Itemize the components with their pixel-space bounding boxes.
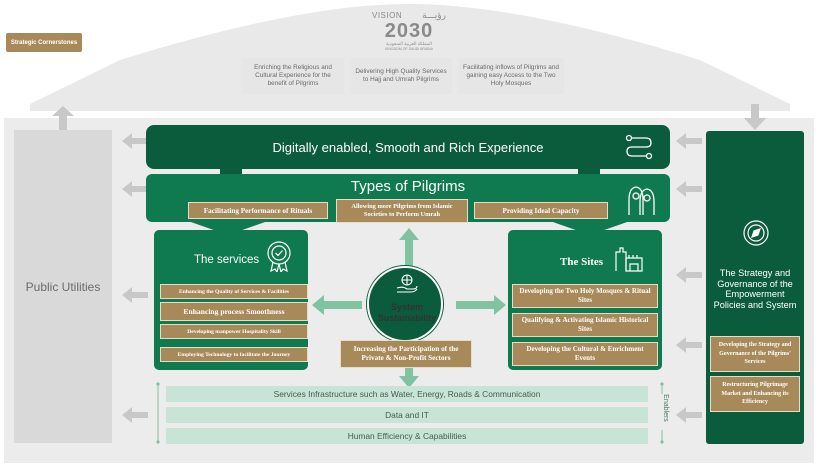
historic-site-icon (615, 247, 643, 272)
sites-item-historical: Qualifying & Activating Islamic Historic… (512, 313, 658, 337)
enablers-label: Enablers (662, 394, 670, 422)
services-item-smoothness: Enhancing process Smoothness (160, 302, 308, 321)
sustainability-arrows (312, 228, 506, 388)
infra-data-it: Data and IT (166, 407, 648, 423)
participation-item: Increasing the Participation of the Priv… (340, 340, 472, 368)
public-utilities-column: Public Utilities (14, 130, 112, 443)
strategy-item-governance: Developing the Strategy and Governance o… (710, 336, 800, 372)
strategy-item-market: Restructuring Pilgrimage Market and Enha… (710, 376, 800, 412)
services-title: The services (194, 254, 260, 266)
sites-item-holy-mosques: Developing the Two Holy Mosques & Ritual… (512, 284, 658, 308)
down-chevron-services (188, 221, 268, 235)
pilgrims-title: Types of Pilgrims (350, 177, 466, 195)
infra-services: Services Infrastructure such as Water, E… (166, 386, 648, 402)
hand-globe-icon (396, 274, 418, 293)
roof-shape (30, 4, 790, 111)
sites-title: The Sites (560, 256, 604, 268)
experience-banner: Digitally enabled, Smooth and Rich Exper… (146, 125, 670, 169)
compass-icon (743, 220, 769, 246)
vision-year: 2030 (384, 20, 434, 42)
enablers-bracket (156, 382, 664, 444)
vision-english-sub: KINGDOM OF SAUDI ARABIA (385, 47, 433, 51)
pilgrims-people-icon (628, 186, 655, 215)
vision-word: VISION (372, 11, 403, 20)
sites-item-cultural-events: Developing the Cultural & Enrichment Eve… (512, 342, 658, 366)
sustainability-title: System Sustainability (377, 302, 437, 323)
services-box: The services (154, 230, 308, 370)
goal-high-quality-services: Delivering High Quality Services to Hajj… (350, 58, 452, 94)
strategy-title: The Strategy and Governance of the Empow… (713, 268, 797, 310)
pilgrim-item-rituals: Facilitating Performance of Rituals (188, 202, 328, 219)
route-map-icon (625, 134, 653, 160)
pilgrim-item-capacity: Providing Ideal Capacity (474, 202, 608, 219)
services-item-quality: Enhancing the Quality of Services & Faci… (160, 284, 308, 299)
pilgrim-item-umrah: Allowing more Pilgrims from Islamic Soci… (336, 199, 468, 223)
goal-enriching-experience: Enriching the Religious and Cultural Exp… (242, 58, 344, 94)
down-arrow-icon (744, 104, 766, 130)
sustainability-circle: System Sustainability (367, 266, 443, 342)
goal-facilitating-inflows: Facilitating inflows of Pilgrims and gai… (458, 58, 564, 94)
down-chevron-sites (550, 221, 630, 235)
vision-arabic-sub: المملكة العربية السعودية (386, 41, 432, 46)
vision-arabic: رؤيـــة (422, 10, 446, 20)
services-item-technology: Employing Technology to facilitate the J… (160, 347, 308, 362)
services-item-hospitality: Developing manpower Hospitality Skill (160, 324, 308, 339)
infra-human-efficiency: Human Efficiency & Capabilities (166, 428, 648, 444)
quality-badge-icon (267, 241, 291, 272)
vision-2030-logo: VISION رؤيـــة 2030 المملكة العربية السع… (372, 10, 446, 56)
strategic-cornerstones-label: Strategic Cornerstones (6, 33, 82, 52)
up-arrow-icon (52, 106, 74, 130)
right-side-arrows-group (676, 133, 702, 423)
left-arrows-group (122, 133, 148, 423)
experience-title: Digitally enabled, Smooth and Rich Exper… (272, 139, 544, 155)
